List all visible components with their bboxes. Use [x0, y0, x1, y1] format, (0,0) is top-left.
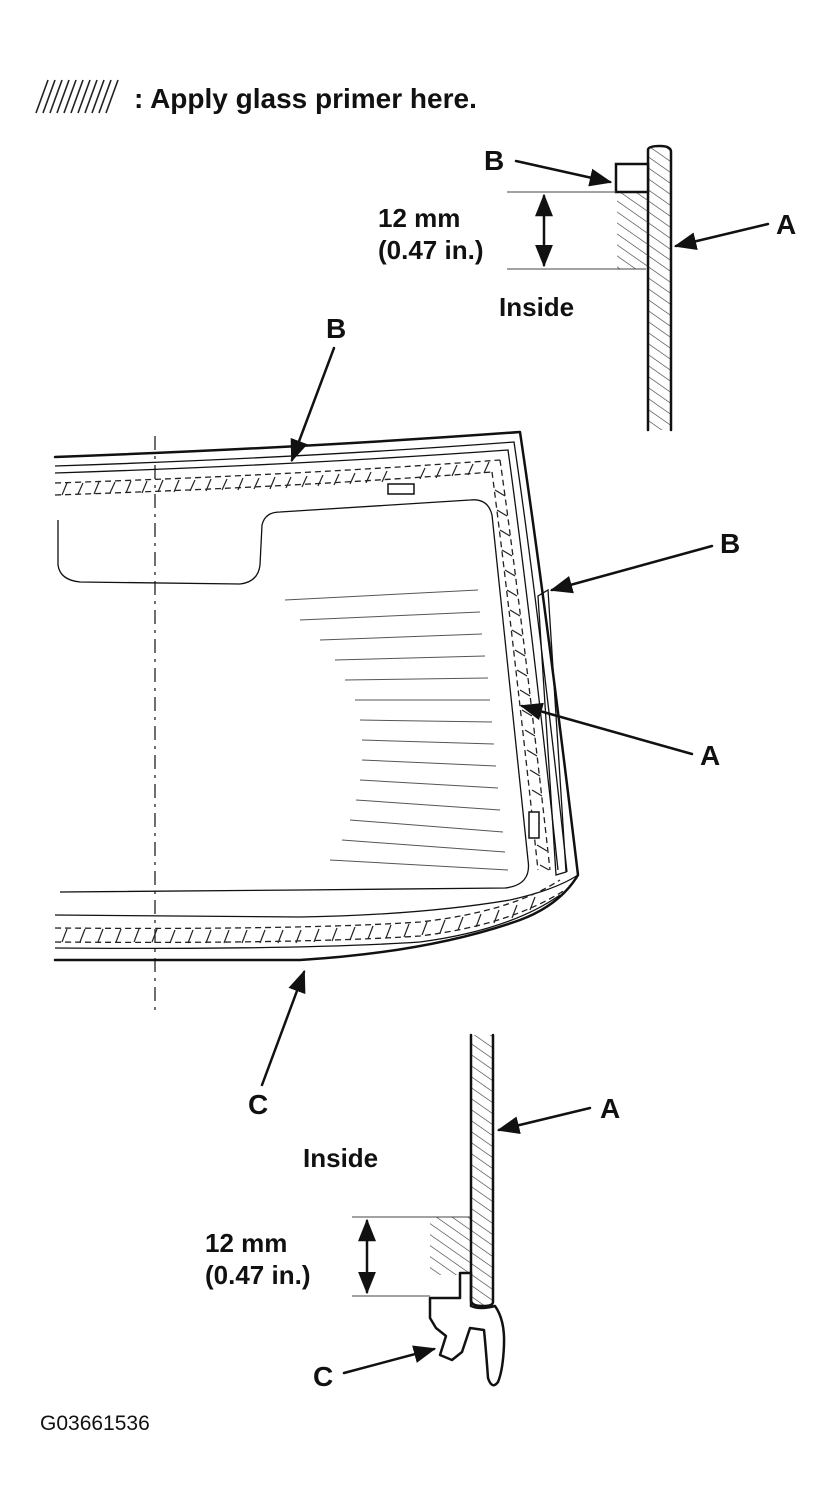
inside-label-top: Inside	[499, 292, 574, 322]
label-b-top-detail: B	[484, 145, 504, 176]
primer-band-right	[491, 459, 551, 871]
label-b-windshield-top: B	[326, 313, 346, 344]
label-c-windshield: C	[248, 1089, 268, 1120]
label-c-bottom-detail: C	[313, 1361, 333, 1392]
dimension-in-top: (0.47 in.)	[378, 235, 483, 265]
dimension-in-bottom: (0.47 in.)	[205, 1260, 310, 1290]
label-a-windshield: A	[700, 740, 720, 771]
label-a-top-detail: A	[776, 209, 796, 240]
primer-band-top	[54, 459, 501, 496]
figure-code: G03661536	[40, 1412, 150, 1435]
legend-text: : Apply glass primer here.	[134, 83, 477, 114]
windshield-illustration: B B A C	[53, 313, 740, 1120]
top-section-detail: 12 mm (0.47 in.) Inside B A	[378, 144, 796, 432]
clip-top	[387, 483, 415, 495]
dimension-mm-top: 12 mm	[378, 203, 460, 233]
clip-right	[528, 811, 540, 839]
molding-b-top	[614, 162, 650, 194]
label-a-bottom-detail: A	[600, 1093, 620, 1124]
glass-section-top	[646, 144, 673, 432]
bottom-section-detail: 12 mm (0.47 in.) Inside A C	[205, 1033, 620, 1392]
primer-band-bottom	[54, 879, 566, 944]
shade-band	[284, 589, 509, 871]
inside-label-bottom: Inside	[303, 1143, 378, 1173]
primer-area-bottom	[430, 1217, 470, 1275]
molding-c-bottom	[428, 1271, 506, 1387]
primer-area-top	[617, 193, 648, 269]
hatch-swatch-icon	[35, 79, 119, 114]
dimension-mm-bottom: 12 mm	[205, 1228, 287, 1258]
legend: : Apply glass primer here.	[35, 79, 477, 114]
glass-section-bottom	[469, 1033, 495, 1308]
label-b-windshield-side: B	[720, 528, 740, 559]
